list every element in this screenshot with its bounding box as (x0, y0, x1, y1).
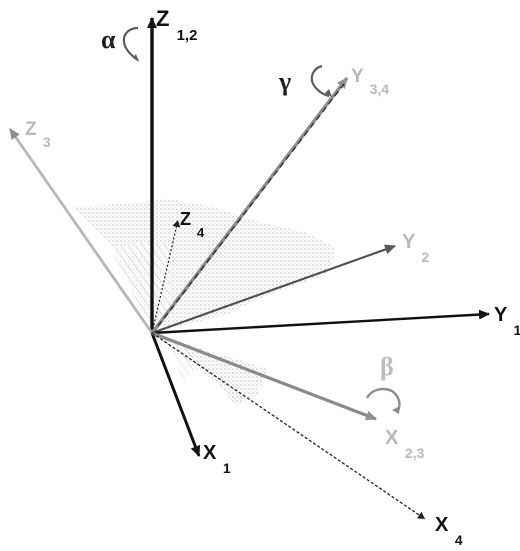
z4-axis-main: Z (180, 209, 191, 229)
alpha-rotation-arrow-icon (122, 26, 139, 61)
z4-axis (151, 219, 181, 334)
z3-axis-sub: 3 (43, 134, 51, 150)
x23-axis (151, 331, 377, 421)
y2-axis (151, 244, 396, 334)
z3-axis-main: Z (25, 119, 37, 140)
y34-axis-sub: 3,4 (370, 81, 390, 97)
z3-axis-label: Z 3 (25, 119, 51, 150)
beta-rotation-arrowhead-icon (392, 406, 400, 414)
beta-symbol: β (380, 352, 394, 381)
y34-axis-main: Y (351, 66, 364, 87)
z12-axis-main: Z (156, 6, 169, 31)
y2-axis-main: Y (402, 231, 416, 253)
y34-axis-core (157, 83, 345, 327)
gamma-rotation-indicator (310, 64, 332, 98)
y1-axis-label: Y 1 (494, 304, 520, 338)
axes (8, 17, 490, 520)
x23-axis-label: X 2,3 (385, 427, 425, 461)
x1-axis-sub: 1 (223, 460, 231, 476)
y1-axis-sub: 1 (514, 322, 520, 338)
z4-axis-label: Z 4 (180, 209, 205, 240)
x4-axis-sub: 4 (455, 532, 463, 548)
alpha-rotation-indicator (122, 26, 139, 62)
x4-axis-label: X 4 (435, 514, 463, 548)
y1-axis-main: Y (494, 304, 508, 326)
x4-axis (151, 332, 426, 520)
alpha-rotation-arrowhead-icon (133, 54, 139, 62)
z12-axis-label: Z 1,2 (156, 6, 197, 44)
x1-axis (150, 332, 201, 457)
lower-hatched-wedge (152, 333, 198, 380)
labels: α γ β Z 1,2 Z 3 Z 4 Y 3,4 Y 2 (25, 6, 520, 548)
y34-axis-label: Y 3,4 (351, 66, 389, 97)
y2-axis-label: Y 2 (402, 231, 430, 265)
x23-axis-sub: 2,3 (405, 445, 425, 461)
gamma-symbol: γ (278, 67, 291, 96)
alpha-symbol: α (101, 25, 116, 54)
y1-axis (151, 309, 490, 335)
beta-rotation-arrow-icon (365, 387, 401, 413)
z12-axis-sub: 1,2 (177, 27, 198, 44)
beta-rotation-indicator (365, 387, 401, 414)
x1-axis-label: X 1 (203, 442, 231, 476)
x1-axis-main: X (203, 442, 217, 464)
x23-axis-main: X (385, 427, 399, 449)
gamma-rotation-arrowhead-icon (325, 89, 332, 97)
rotation-indicators (122, 26, 401, 414)
upper-hatched-plane (110, 241, 171, 333)
y2-axis-sub: 2 (422, 249, 430, 265)
x4-axis-main: X (435, 514, 449, 536)
z4-axis-sub: 4 (197, 225, 205, 240)
gamma-rotation-arrow-icon (310, 64, 330, 98)
z3-axis (8, 128, 154, 334)
